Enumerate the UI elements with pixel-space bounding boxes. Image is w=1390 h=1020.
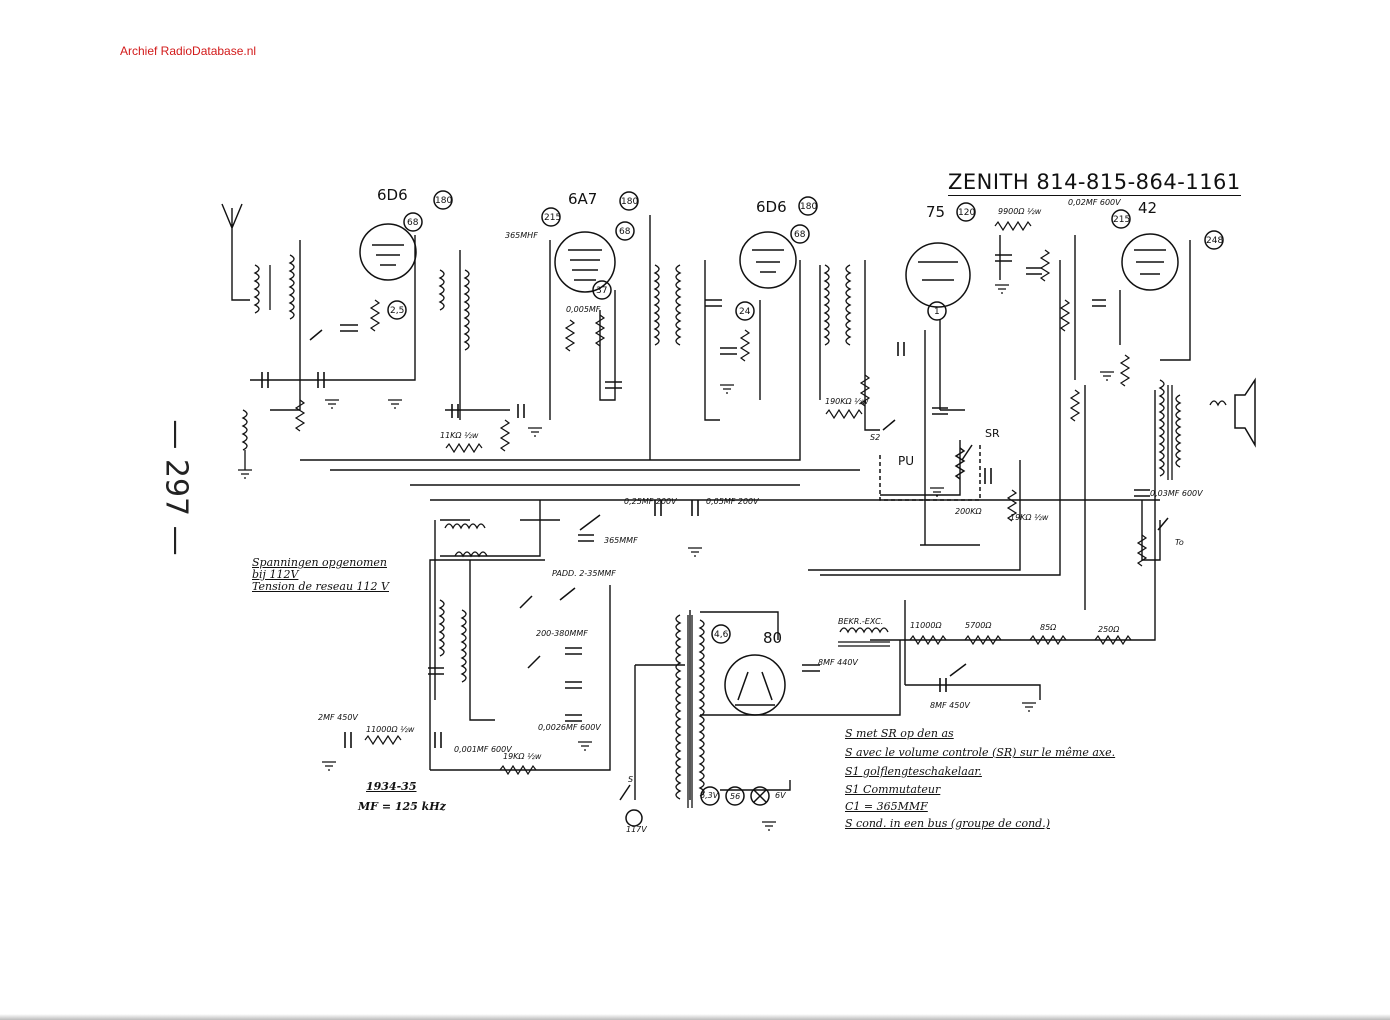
tube-label-6a7: 6A7 <box>568 190 597 208</box>
pin-label: 4,6 <box>714 630 729 640</box>
component-label: S2 <box>870 433 880 442</box>
pin-label: 180 <box>621 197 638 207</box>
component-label: PADD. 2-35MMF <box>552 569 616 578</box>
component-label: 117V <box>626 825 647 834</box>
pin-label: 180 <box>435 196 452 206</box>
component-label: 0,25MF 200V <box>624 497 677 506</box>
tube-80 <box>724 654 786 716</box>
speaker-icon <box>1234 377 1256 448</box>
component-label: 19KΩ ½w <box>503 752 542 761</box>
schematic-title: ZENITH 814-815-864-1161 <box>948 170 1241 196</box>
component-label: 85Ω <box>1040 623 1057 632</box>
pin-label: 24 <box>739 307 751 317</box>
component-label: 19KΩ ½w <box>1010 513 1049 522</box>
tube-75 <box>905 242 971 308</box>
component-label: SR <box>985 427 1000 440</box>
component-label: 8MF 440V <box>818 658 858 667</box>
pin-label: 215 <box>1113 215 1130 225</box>
component-label: 190KΩ ½w <box>825 397 869 406</box>
voltage-note-line: bij 112V <box>252 568 299 581</box>
component-label: 11000Ω <box>910 621 942 630</box>
component-label: To <box>1175 538 1184 547</box>
component-label: 365MMF <box>604 536 638 545</box>
pin-label: 215 <box>544 213 561 223</box>
legend-line: S avec le volume controle (SR) sur le mê… <box>845 746 1116 759</box>
component-label: 6V <box>775 791 786 800</box>
tube-label-80: 80 <box>763 629 782 647</box>
pin-label: 248 <box>1206 236 1223 246</box>
mf-label: MF = 125 kHz <box>358 800 446 813</box>
tube-6d6-1 <box>359 223 417 281</box>
component-label: 11000Ω ½w <box>366 725 415 734</box>
component-label: S <box>628 775 633 784</box>
component-label: 5700Ω <box>965 621 992 630</box>
tube-label-75: 75 <box>926 203 945 221</box>
component-label: 2MF 450V <box>318 713 358 722</box>
voltage-note-line: Spanningen opgenomen <box>252 556 387 569</box>
legend-line: S1 Commutateur <box>845 783 941 796</box>
component-label: 8MF 450V <box>930 701 970 710</box>
pin-label: 1 <box>934 307 940 317</box>
component-label: 250Ω <box>1098 625 1120 634</box>
component-label: 200-380MMF <box>536 629 588 638</box>
component-label: 6,3V <box>700 791 719 800</box>
antenna-icon <box>221 203 243 250</box>
component-label: 0,02MF 600V <box>1068 198 1121 207</box>
pin-label: 68 <box>407 218 419 228</box>
legend-line: C1 = 365MMF <box>845 800 928 813</box>
component-label: 365MHF <box>505 231 538 240</box>
component-label: 0,0026MF 600V <box>538 723 601 732</box>
page-edge <box>0 1014 1390 1020</box>
tube-label-6d6-2: 6D6 <box>756 198 787 216</box>
pin-label: 180 <box>800 202 817 212</box>
pin-label: 2,5 <box>390 306 404 316</box>
component-label: PU <box>898 454 914 468</box>
component-label: 0,03MF 600V <box>1150 489 1203 498</box>
voltage-note-line: Tension de reseau 112 V <box>252 580 389 593</box>
tube-label-6d6-1: 6D6 <box>377 186 408 204</box>
component-label: 0,005MF <box>566 305 601 314</box>
tube-42 <box>1121 233 1179 291</box>
tube-6d6-2 <box>739 231 797 289</box>
legend-line: S cond. in een bus (groupe de cond.) <box>845 817 1050 830</box>
tube-label-42: 42 <box>1138 199 1157 217</box>
tube-6a7 <box>554 231 616 293</box>
year-label: 1934-35 <box>366 780 417 793</box>
component-label: 9900Ω ½w <box>998 207 1042 216</box>
component-label: 200KΩ <box>955 507 983 516</box>
component-label: 0,001MF 600V <box>454 745 512 754</box>
pin-label: 37 <box>596 286 607 296</box>
component-label: 11KΩ ½w <box>440 431 479 440</box>
pin-label: 120 <box>958 208 975 218</box>
pin-label: 68 <box>794 230 806 240</box>
legend-line: S met SR op den as <box>845 727 954 740</box>
component-label: 0,05MF 200V <box>706 497 759 506</box>
component-label: BEKR.-EXC. <box>838 617 883 626</box>
pin-label: 68 <box>619 227 631 237</box>
watermark-text: Archief RadioDatabase.nl <box>120 44 257 58</box>
component-label: 56 <box>730 792 740 801</box>
legend-line: S1 golflengteschakelaar. <box>845 765 982 778</box>
